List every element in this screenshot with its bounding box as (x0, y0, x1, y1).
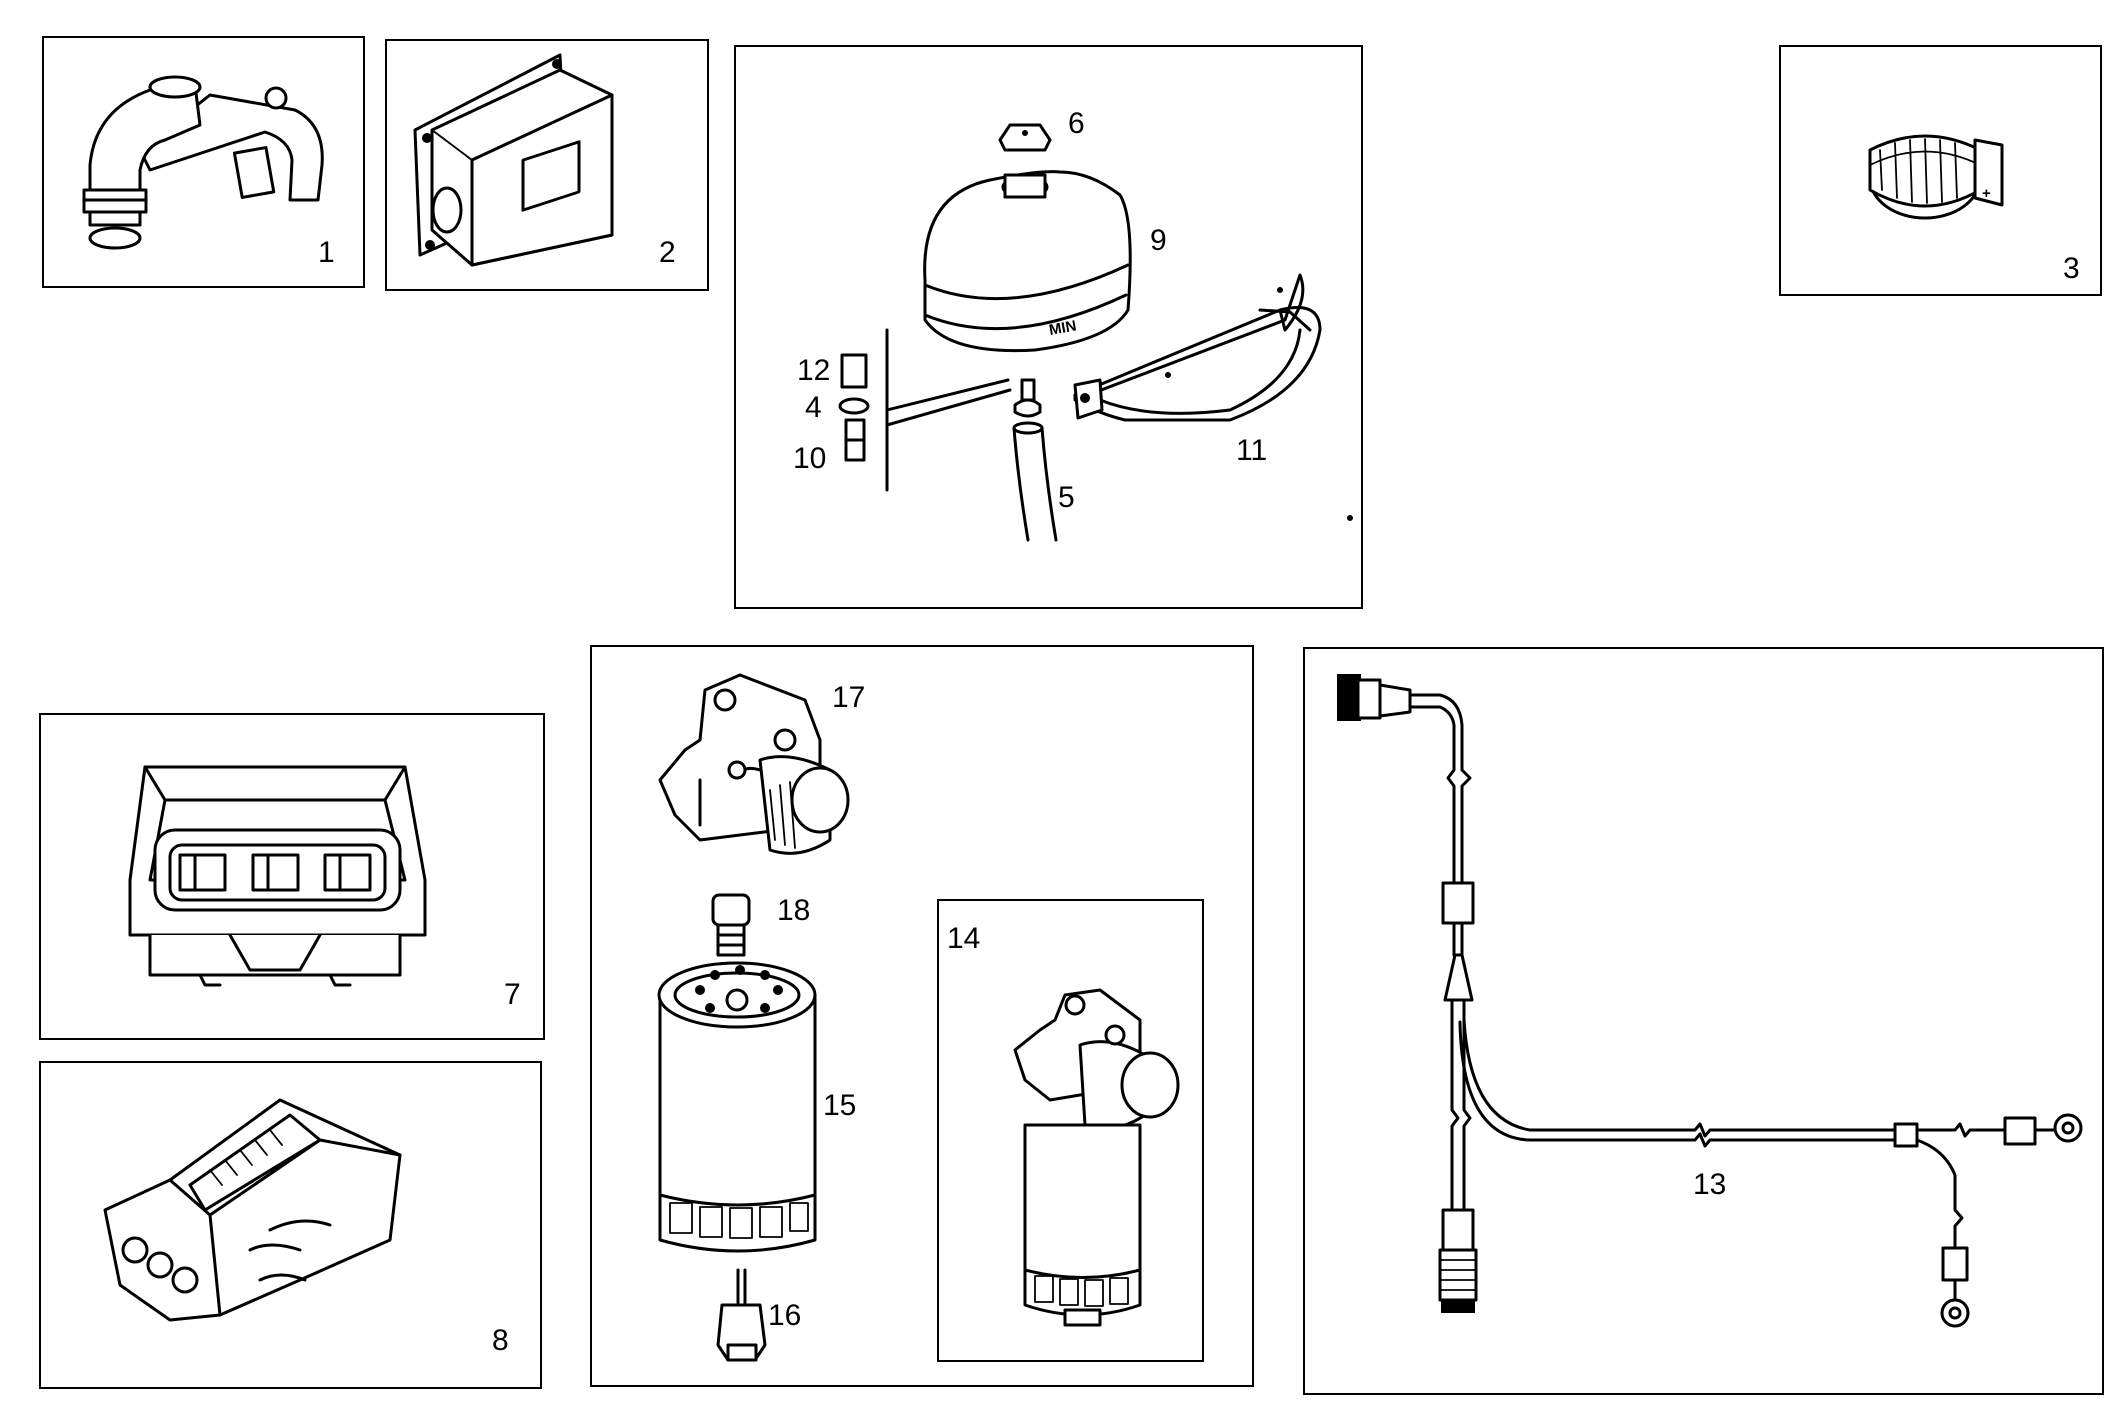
connector-part-7 (128, 765, 427, 987)
panel-1: 1 (42, 36, 365, 288)
panel-14: 14 (937, 899, 1204, 1362)
control-box-part-2 (413, 53, 614, 267)
filter-head-part-17 (658, 673, 850, 855)
panel-13: 13 (1303, 647, 2104, 1395)
panel-3: + 3 (1779, 45, 2102, 296)
panel-7: 7 (39, 713, 545, 1040)
svg-text:+: + (1982, 185, 1991, 202)
callout-10: 10 (793, 442, 826, 475)
callout-18: 18 (777, 894, 810, 927)
expansion-tank-part-9: MIN (923, 170, 1132, 353)
callout-13: 13 (1693, 1168, 1726, 1201)
hose-clamp-part-3: + (1868, 134, 2004, 220)
sensor-part-16 (716, 1268, 767, 1362)
tank-min-marking: MIN (1048, 317, 1078, 339)
filter-assembly-part-14 (1013, 988, 1180, 1327)
wiring-harness-part-13 (1337, 674, 2083, 1328)
callout-12: 12 (797, 354, 830, 387)
panel-tank: MIN (734, 45, 1363, 609)
strap-part-11 (1073, 273, 1322, 422)
elbow-connector-part-1 (82, 75, 324, 250)
connector-part-8 (103, 1098, 402, 1322)
speck (1277, 287, 1283, 293)
filler-cap-part-6 (998, 123, 1052, 199)
callout-16: 16 (768, 1299, 801, 1332)
callout-3: 3 (2063, 252, 2080, 285)
callout-1: 1 (318, 236, 335, 269)
panel-8: 8 (39, 1061, 542, 1389)
panel-2: 2 (385, 39, 709, 291)
callout-4: 4 (805, 391, 822, 424)
callout-7: 7 (504, 978, 521, 1011)
speck (1165, 372, 1171, 378)
callout-17: 17 (832, 681, 865, 714)
panel-filter: 17 18 15 16 14 (590, 645, 1254, 1387)
callout-2: 2 (659, 236, 676, 269)
callout-9: 9 (1150, 224, 1167, 257)
speck (1347, 515, 1353, 521)
hose-part-5 (1012, 378, 1058, 542)
nipple-part-18 (711, 893, 751, 957)
callout-14: 14 (947, 922, 980, 955)
callout-6: 6 (1068, 107, 1085, 140)
callout-5: 5 (1058, 481, 1075, 514)
callout-15: 15 (823, 1089, 856, 1122)
filter-cartridge-part-15 (657, 961, 817, 1253)
fittings-parts-4-10-12 (838, 328, 1012, 492)
callout-11: 11 (1236, 434, 1267, 467)
callout-8: 8 (492, 1324, 509, 1357)
